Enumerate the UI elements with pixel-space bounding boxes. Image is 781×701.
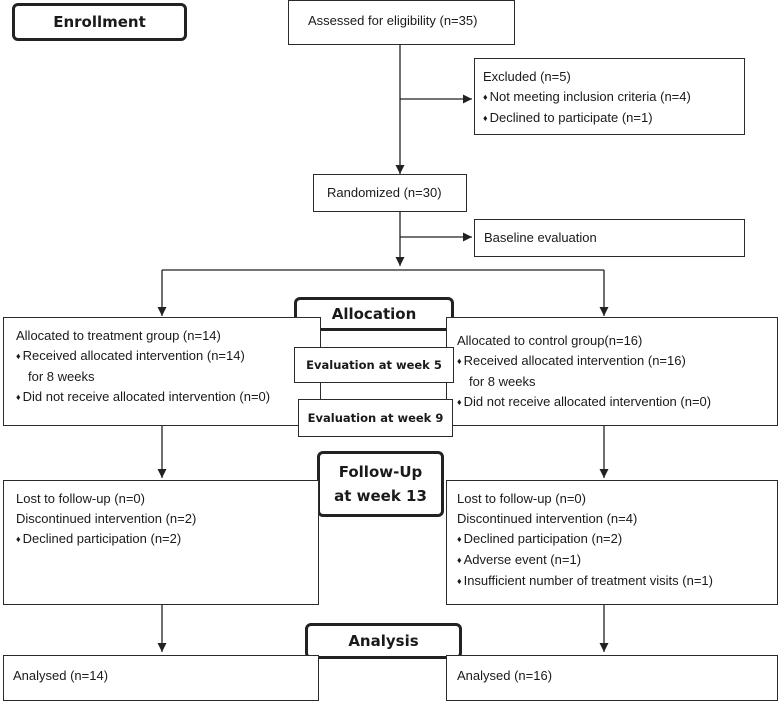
assessed-label: Assessed for eligibility (n=35) (308, 13, 478, 28)
evaluation-week5-label: Evaluation at week 5 (306, 358, 442, 372)
stage-follow-up: Follow-Up at week 13 (317, 451, 444, 517)
randomized-label: Randomized (n=30) (327, 185, 442, 200)
stage-follow-up-label: Follow-Up (338, 463, 423, 481)
treatment-declined: Declined participation (n=2) (16, 529, 318, 550)
treatment-analysed: Analysed (n=14) (13, 668, 109, 683)
stage-analysis-label: Analysis (348, 632, 419, 650)
control-declined: Declined participation (n=2) (457, 529, 777, 550)
stage-allocation-label: Allocation (331, 305, 417, 323)
stage-follow-up-sublabel: at week 13 (334, 487, 427, 505)
control-adverse: Adverse event (n=1) (457, 550, 777, 571)
control-allocation-box: Allocated to control group(n=16) Receive… (446, 317, 778, 426)
assessed-box: Assessed for eligibility (n=35) (288, 0, 515, 45)
treatment-allocated: Allocated to treatment group (n=14) (16, 328, 221, 343)
excluded-title: Excluded (n=5) (483, 69, 571, 84)
stage-analysis: Analysis (305, 623, 462, 659)
treatment-lost: Lost to follow-up (n=0) (16, 491, 145, 506)
control-followup-box: Lost to follow-up (n=0) Discontinued int… (446, 480, 778, 605)
treatment-discontinued: Discontinued intervention (n=2) (16, 511, 197, 526)
excluded-item-inclusion: Not meeting inclusion criteria (n=4) (483, 87, 744, 108)
stage-enrollment: Enrollment (12, 3, 187, 41)
control-not-received: Did not receive allocated intervention (… (457, 392, 777, 413)
evaluation-week9-label: Evaluation at week 9 (307, 411, 444, 425)
treatment-received-duration: for 8 weeks (28, 369, 95, 384)
treatment-analysis-box: Analysed (n=14) (3, 655, 319, 701)
stage-enrollment-label: Enrollment (53, 13, 146, 31)
treatment-received: Received allocated intervention (n=14) (16, 346, 320, 367)
baseline-box: Baseline evaluation (474, 219, 745, 257)
excluded-box: Excluded (n=5) Not meeting inclusion cri… (474, 58, 745, 135)
treatment-not-received: Did not receive allocated intervention (… (16, 387, 320, 408)
randomized-box: Randomized (n=30) (313, 174, 467, 212)
control-analysed: Analysed (n=16) (457, 668, 553, 683)
control-received-duration: for 8 weeks (469, 374, 536, 389)
control-discontinued: Discontinued intervention (n=4) (457, 511, 638, 526)
treatment-allocation-box: Allocated to treatment group (n=14) Rece… (3, 317, 321, 426)
control-received: Received allocated intervention (n=16) (457, 351, 777, 372)
baseline-label: Baseline evaluation (484, 230, 597, 245)
control-allocated: Allocated to control group(n=16) (457, 333, 643, 348)
control-lost: Lost to follow-up (n=0) (457, 491, 586, 506)
control-analysis-box: Analysed (n=16) (446, 655, 778, 701)
treatment-followup-box: Lost to follow-up (n=0) Discontinued int… (3, 480, 319, 605)
excluded-item-declined: Declined to participate (n=1) (483, 108, 744, 129)
evaluation-week5-box: Evaluation at week 5 (294, 347, 454, 383)
evaluation-week9-box: Evaluation at week 9 (298, 399, 453, 437)
control-insufficient: Insufficient number of treatment visits … (457, 571, 777, 592)
